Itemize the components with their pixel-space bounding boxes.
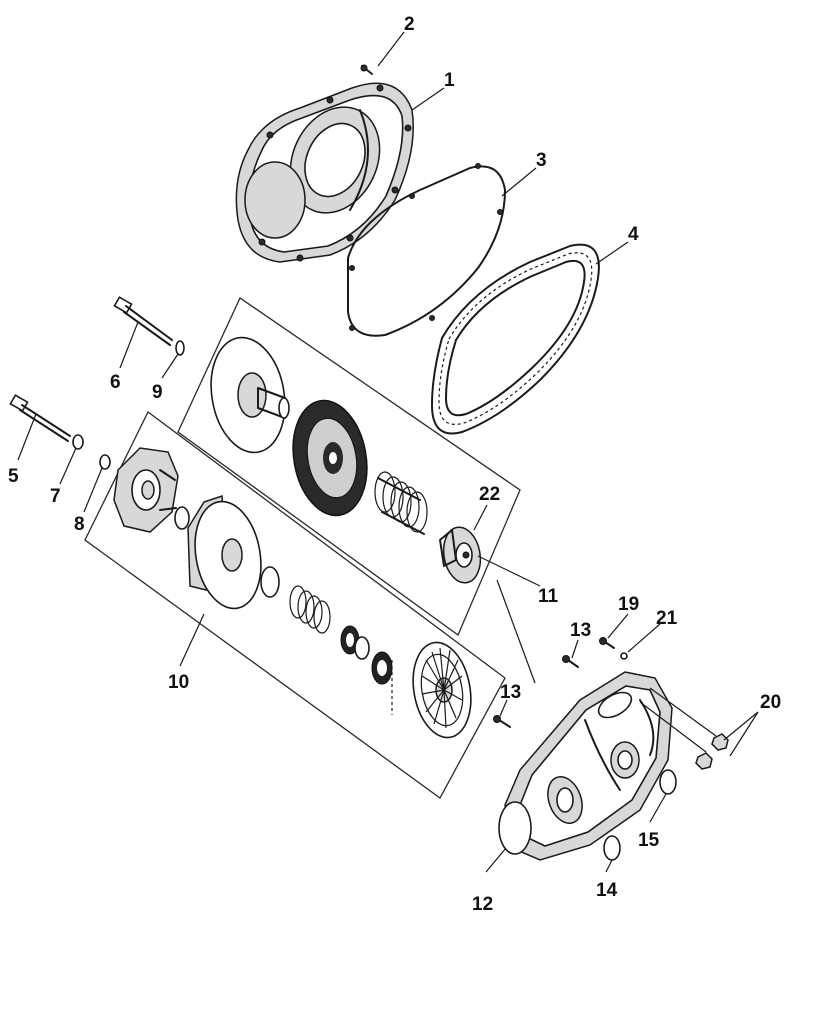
callout-12: 12 [472,894,493,915]
callout-11: 11 [538,586,559,607]
callout-6: 6 [110,372,121,393]
drive-washer-a [72,434,84,450]
drive-bushing [174,506,190,530]
inner-clutch-cover [498,671,673,861]
callout-5: 5 [8,466,19,487]
inner-cover-small-washer [620,652,628,660]
callout-2: 2 [404,14,415,35]
inner-cover-screw [599,637,615,649]
driven-spring [374,471,428,535]
cover-gasket [347,165,506,337]
outer-clutch-cover [235,82,414,263]
callout-1: 1 [444,70,455,91]
driven-washer [175,340,185,356]
cover-screw [360,64,373,75]
drive-bearings [340,625,393,685]
drive-washer-b [99,454,111,470]
callout-19: 19 [618,594,639,615]
drive-fixed-sheave [391,641,472,739]
inner-cover-bolt-a [562,655,579,668]
callout-3: 3 [536,150,547,171]
callout-7: 7 [50,486,61,507]
callout-13a: 13 [570,620,591,641]
drive-bolt [9,394,71,442]
callout-21: 21 [656,608,678,629]
drive-belt [431,243,600,435]
callout-labels: 2 1 3 4 6 9 5 7 8 22 11 10 19 13 21 13 2… [8,14,781,915]
inner-cover-oring-b [659,769,677,795]
callout-20: 20 [760,692,781,713]
inner-cover-bolt-b [493,715,511,728]
driven-clutch-frame [177,297,521,637]
driven-moveable-sheave [292,399,368,517]
callout-9: 9 [152,382,163,403]
drive-spring [260,566,331,634]
callout-15: 15 [638,830,660,851]
callout-10: 10 [168,672,189,693]
drive-moveable-sheave [187,494,262,610]
leader-lines [17,31,759,873]
inner-cover-oring-a [603,835,621,861]
callout-22: 22 [479,484,500,505]
drive-clutch-spider [113,447,179,533]
driven-fixed-sheave [210,336,290,454]
callout-14: 14 [596,880,618,901]
inner-cover-nuts [695,733,729,770]
driven-cam [439,526,482,584]
callout-8: 8 [74,514,85,535]
callout-13b: 13 [500,682,521,703]
driven-bolt [113,296,173,346]
drive-clutch-frame [84,411,506,799]
callout-4: 4 [628,224,639,245]
